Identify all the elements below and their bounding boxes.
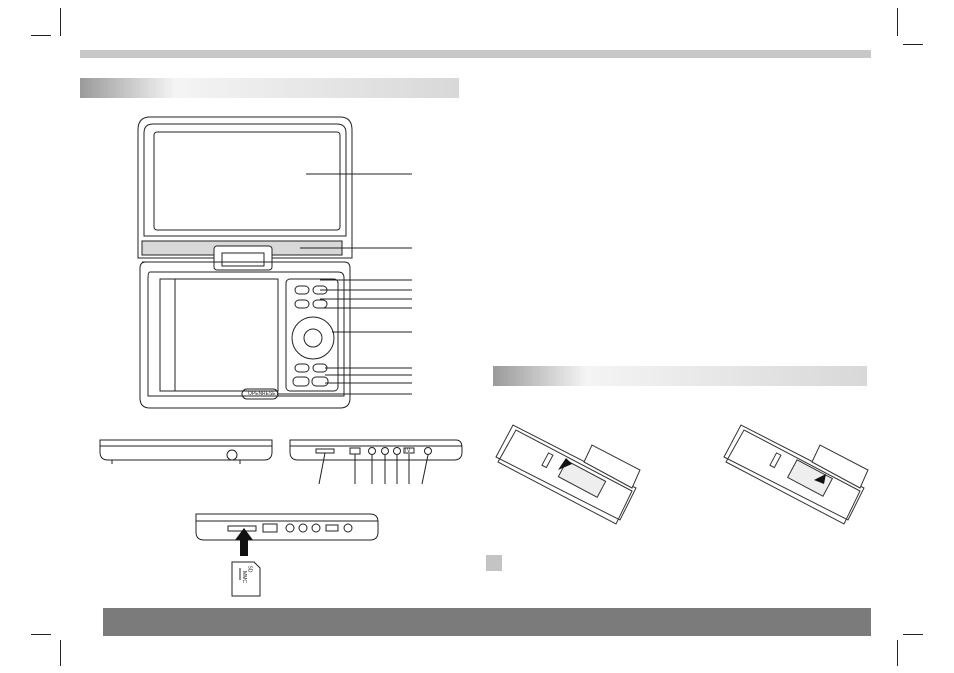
side-view: [289, 439, 463, 461]
crop-mark-tr-h: [903, 44, 923, 45]
disc-tray: [159, 278, 279, 392]
crop-mark-tr-v: [897, 8, 898, 36]
sd-mark-label: SD: [246, 565, 253, 573]
tv-label: TV: [404, 448, 411, 454]
base-outline: [139, 261, 351, 409]
open-button-label: OPEN: [248, 391, 263, 397]
card-slot-view: [195, 513, 379, 541]
header-bar: [80, 50, 871, 58]
insert-arrow: [235, 528, 253, 556]
section-header-right: [493, 366, 867, 386]
control-panel: [285, 278, 339, 392]
battery-cover-left: [583, 444, 641, 489]
nav-pad: [291, 316, 335, 360]
crop-mark-br-h: [903, 634, 923, 635]
crop-mark-br-v: [897, 640, 898, 666]
footer-bar: [103, 608, 871, 636]
lcd-screen: [153, 131, 341, 231]
memory-card: [231, 561, 261, 597]
note-marker: [486, 555, 502, 571]
crop-mark-bl-h: [31, 634, 51, 635]
lid-outline: [137, 116, 353, 259]
memory-card-label: MMC: [240, 571, 247, 583]
front-view: [99, 439, 273, 461]
crop-mark-tl-h: [31, 35, 51, 36]
lid-inner: [143, 123, 347, 237]
battery-cover-right: [811, 444, 869, 489]
section-header-left: [80, 78, 459, 98]
crop-mark-bl-v: [60, 640, 61, 666]
reset-label: RESET: [262, 391, 279, 397]
crop-mark-tl-v: [60, 8, 61, 36]
